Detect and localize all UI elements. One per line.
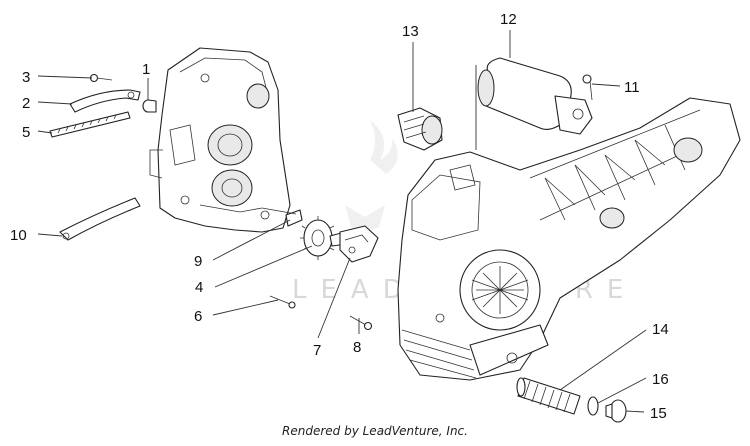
right-crankcase-half bbox=[397, 97, 741, 381]
callout-2: 2 bbox=[22, 95, 30, 112]
rendered-by-credit: Rendered by LeadVenture, Inc. bbox=[282, 424, 468, 438]
callout-13: 13 bbox=[402, 23, 419, 40]
screw-part-3 bbox=[89, 73, 113, 83]
callout-labels: 3 2 5 1 10 9 4 6 7 8 13 12 11 14 16 15 bbox=[10, 11, 669, 422]
o-ring-part-16 bbox=[587, 396, 599, 416]
left-crankcase-half bbox=[149, 47, 291, 233]
pump-cover-part-7 bbox=[339, 225, 379, 263]
screw-part-8 bbox=[349, 315, 373, 331]
callout-3: 3 bbox=[22, 69, 30, 86]
chain-guide-part-10 bbox=[59, 197, 141, 241]
callout-9: 9 bbox=[194, 253, 202, 270]
callout-1: 1 bbox=[142, 61, 150, 78]
tensioner-slider-part-2 bbox=[69, 89, 141, 113]
callout-6: 6 bbox=[194, 308, 202, 325]
callout-12: 12 bbox=[500, 11, 517, 28]
bushing-part-1 bbox=[142, 99, 157, 113]
callout-10: 10 bbox=[10, 227, 27, 244]
screw-part-11 bbox=[582, 74, 593, 101]
gear-part-13 bbox=[397, 107, 443, 151]
callout-7: 7 bbox=[313, 342, 321, 359]
drain-plug-part-15 bbox=[605, 399, 627, 423]
callout-16: 16 bbox=[652, 371, 669, 388]
chain-part-5 bbox=[49, 111, 131, 138]
callout-11: 11 bbox=[624, 79, 640, 96]
pump-shaft-part-9 bbox=[261, 207, 303, 227]
screw-part-6 bbox=[269, 295, 296, 309]
callout-4: 4 bbox=[195, 279, 203, 296]
callout-14: 14 bbox=[652, 321, 669, 338]
filter-screen-part-14 bbox=[516, 377, 581, 415]
callout-8: 8 bbox=[353, 339, 361, 356]
callout-15: 15 bbox=[650, 405, 667, 422]
watermark-logo bbox=[345, 120, 398, 233]
starter-motor-part-12 bbox=[477, 57, 593, 135]
callout-5: 5 bbox=[22, 124, 30, 141]
leader-lines bbox=[37, 30, 647, 413]
